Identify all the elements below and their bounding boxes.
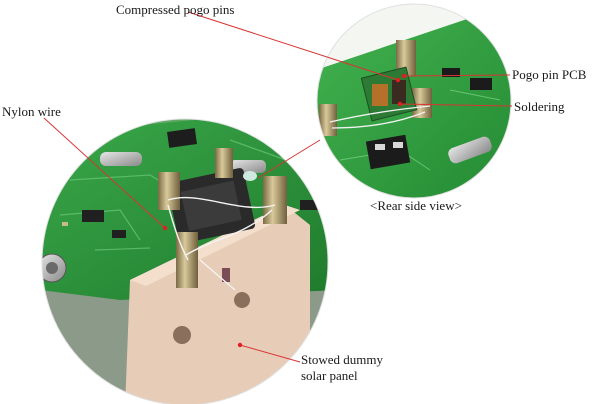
rear-view-photo xyxy=(317,4,511,198)
label-stowed-dummy-solar-panel: Stowed dummy solar panel xyxy=(301,352,421,384)
leader-compressed-pins xyxy=(187,11,399,81)
marker-dots xyxy=(162,73,407,348)
leader-soldering xyxy=(399,103,513,107)
label-stowed-line2: solar panel xyxy=(301,368,358,383)
label-stowed-line1: Stowed dummy xyxy=(301,352,383,367)
label-rear-side-view: <Rear side view> xyxy=(370,198,462,213)
marker-pogo-pcb xyxy=(401,73,407,79)
marker-soldering xyxy=(397,101,403,107)
label-nylon-wire: Nylon wire xyxy=(2,104,61,119)
marker-compressed-pins xyxy=(395,77,401,83)
label-soldering: Soldering xyxy=(514,99,565,114)
leader-rear-callout xyxy=(257,139,321,179)
label-pogo-pin-pcb: Pogo pin PCB xyxy=(512,67,587,82)
label-compressed-pogo-pins: Compressed pogo pins xyxy=(116,2,235,17)
main-view-photo xyxy=(42,119,328,404)
leader-nylon-wire xyxy=(43,117,166,229)
leader-pogo-pcb xyxy=(403,74,511,77)
marker-nylon-wire xyxy=(162,225,168,231)
leader-stowed-panel xyxy=(239,344,301,363)
marker-stowed-panel xyxy=(237,342,243,348)
leader-lines xyxy=(43,11,513,363)
standoff-group xyxy=(158,148,287,288)
